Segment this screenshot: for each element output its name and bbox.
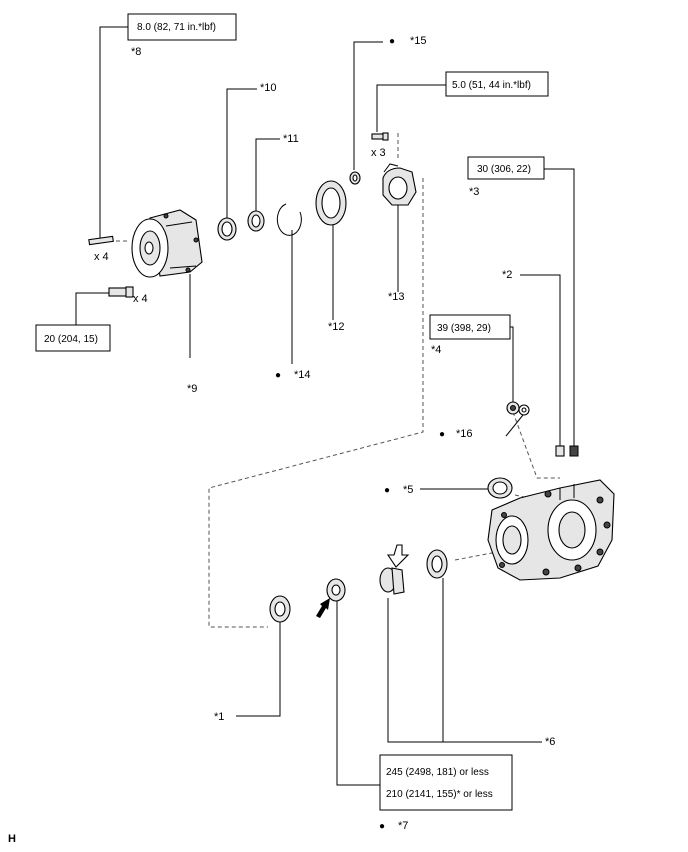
torque-box-20 (35, 324, 111, 352)
bullet-16: ● (439, 429, 445, 440)
leader-stud (99, 26, 128, 238)
assembly-path-5 (514, 494, 539, 501)
qty-screw: x 3 (371, 147, 386, 159)
torque-spec-39: 39 (398, 29) (437, 323, 491, 334)
differential-carrier (487, 479, 615, 581)
part-4-drain-plug (506, 401, 520, 415)
torque-spec-210: 210 (2141, 155)* or less (386, 789, 493, 800)
leader-2 (520, 274, 561, 446)
torque-spec-30: 30 (306, 22) (477, 164, 531, 175)
torque-box-30 (467, 156, 545, 180)
torque-spec-20: 20 (204, 15) (44, 334, 98, 345)
bullet-5: ● (384, 485, 390, 496)
bullet-7: ● (379, 821, 385, 832)
qty-bolt: x 4 (133, 293, 148, 305)
callout-4: *4 (431, 344, 441, 356)
leader-bolt-20 (75, 292, 110, 325)
part-15-o-ring (349, 171, 361, 185)
torque-box-5 (445, 71, 549, 97)
assembly-path-6 (454, 551, 498, 561)
part-14-snap-ring (276, 203, 302, 236)
callout-12: *12 (328, 321, 345, 333)
callout-8: *8 (131, 46, 141, 58)
part-10-washer (217, 217, 237, 241)
bullet-15: ● (389, 36, 395, 47)
callout-7: *7 (398, 820, 408, 832)
leader-39 (510, 326, 514, 403)
leader-10 (226, 88, 257, 218)
callout-1: *1 (214, 711, 224, 723)
part-3-plug (569, 445, 579, 457)
bullet-14: ● (275, 370, 281, 381)
leader-15 (353, 41, 383, 170)
figure-code: H (8, 833, 16, 845)
torque-spec-245: 245 (2498, 181) or less (386, 767, 489, 778)
case-cover (131, 209, 203, 278)
callout-10: *10 (260, 82, 277, 94)
part-1-oil-seal (269, 595, 291, 623)
part-13-bracket (382, 163, 417, 206)
callout-16: *16 (456, 428, 473, 440)
callout-14: *14 (294, 369, 311, 381)
torque-box-8 (127, 13, 237, 41)
part-6-pinion-gear (379, 567, 405, 595)
callout-6: *6 (545, 736, 555, 748)
callout-15: *15 (410, 35, 427, 47)
part-2-plug (555, 445, 565, 457)
leader-11 (255, 138, 280, 213)
hollow-arrow-icon (386, 544, 410, 568)
leader-1 (236, 620, 281, 717)
leader-245 (336, 594, 380, 786)
part-7-nut (326, 578, 346, 602)
callout-2: *2 (502, 269, 512, 281)
leader-16 (505, 414, 524, 437)
hex-bolt (108, 286, 134, 298)
torque-box-245 (379, 754, 513, 811)
callout-13: *13 (388, 291, 405, 303)
leader-screw-5 (376, 84, 446, 132)
callout-11: *11 (283, 133, 299, 145)
part-16-gasket (518, 404, 530, 416)
callout-5: *5 (403, 484, 413, 496)
callout-9: *9 (187, 383, 197, 395)
torque-box-39 (429, 314, 511, 340)
part-5-oil-seal (487, 477, 513, 499)
solid-arrow-icon (316, 598, 330, 618)
callout-3: *3 (469, 186, 479, 198)
part-6-oil-seal (426, 549, 448, 579)
part-11-washer (247, 210, 265, 232)
torque-spec-5: 5.0 (51, 44 in.*lbf) (452, 80, 531, 91)
assembly-path-left (208, 178, 424, 628)
screw (371, 132, 389, 141)
stud-bolt (88, 235, 114, 246)
leader-30 (544, 168, 575, 446)
leader-6a (387, 598, 542, 743)
part-12-bearing (315, 180, 347, 226)
qty-stud: x 4 (94, 251, 109, 263)
assembly-path-plug (512, 411, 560, 479)
torque-spec-8: 8.0 (82, 71 in.*lbf) (137, 22, 216, 33)
